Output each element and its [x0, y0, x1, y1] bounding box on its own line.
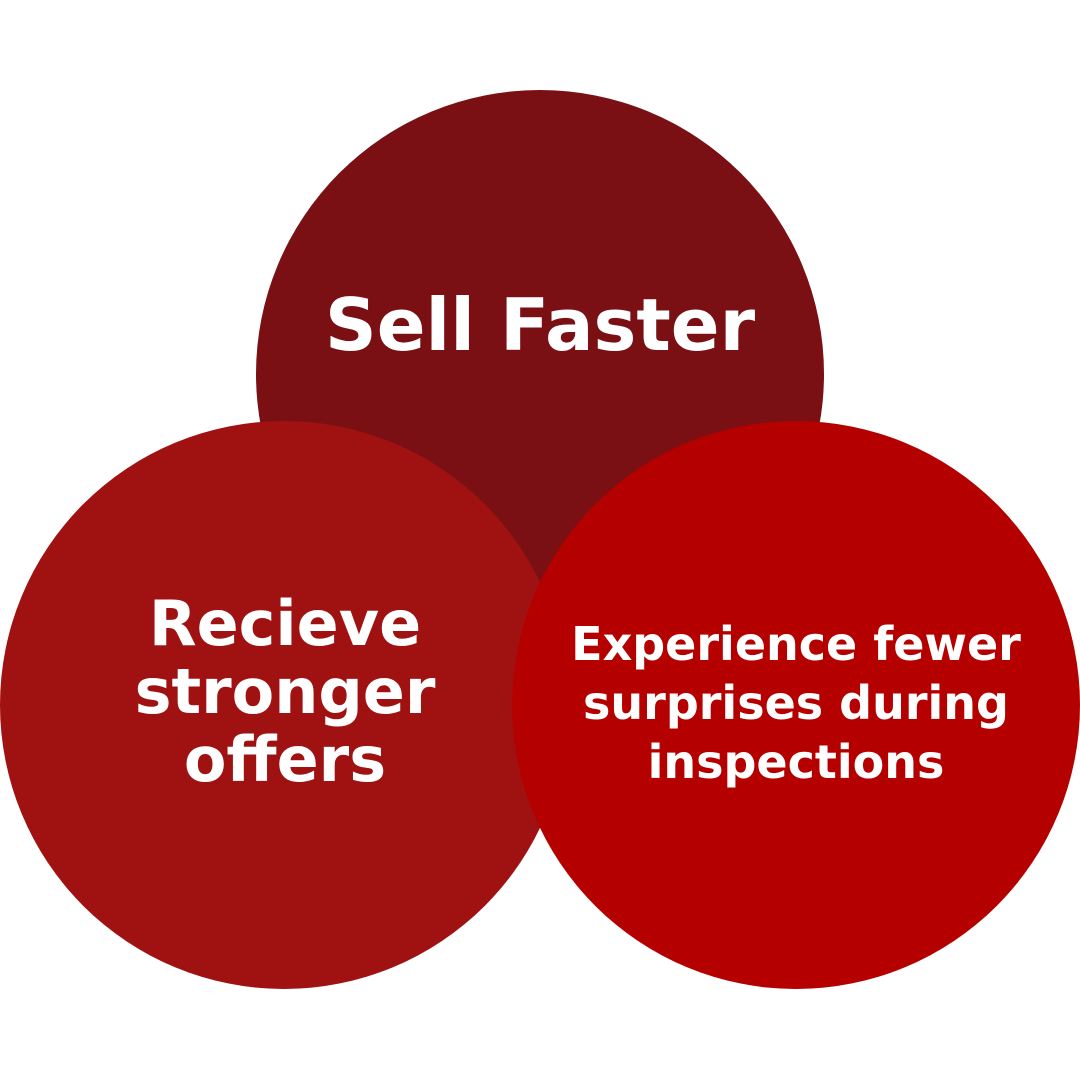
label-fewer-surprises: Experience fewer surprises during inspec… — [571, 617, 1021, 789]
circle-fewer-surprises — [512, 421, 1080, 989]
label-sell-faster: Sell Faster — [324, 283, 756, 367]
circle-stronger-offers — [0, 421, 568, 989]
label-stronger-offers: Recieve stronger offers — [134, 587, 436, 796]
